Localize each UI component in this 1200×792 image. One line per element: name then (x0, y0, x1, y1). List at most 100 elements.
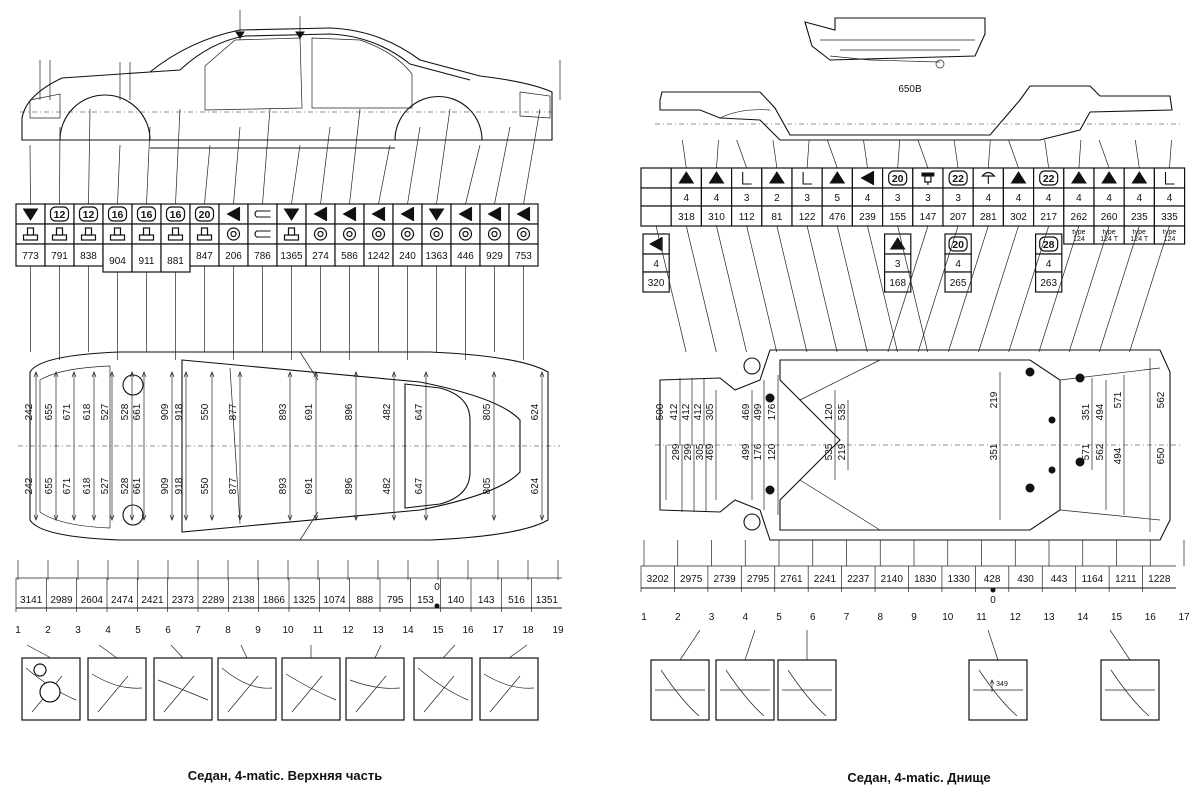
point-number-label: 11 (976, 612, 987, 623)
size-badge-text: 12 (83, 209, 95, 221)
leader-line (867, 225, 898, 353)
measurement-value: 302 (1010, 212, 1027, 223)
underbody-caption: Седан, 4-matic. Днище (847, 770, 990, 785)
leader-line (897, 139, 901, 169)
triangle-up-icon (768, 171, 785, 184)
width-dimension-label: 219 (837, 443, 848, 460)
col-symbol-badge-icon: 16 (107, 206, 128, 222)
width-dimension-label: 562 (1095, 443, 1106, 460)
measurement-value: 904 (109, 256, 126, 267)
flag-icon (313, 207, 326, 221)
width-dimension-label: 896 (344, 403, 355, 420)
leader-line (508, 644, 528, 659)
dimension-arrow (423, 514, 429, 521)
quantity-value: 4 (714, 193, 720, 204)
point-number-label: 17 (1178, 612, 1190, 623)
width-dimension-label: 469 (741, 403, 752, 420)
upper-detail-thumbnails (21, 644, 539, 721)
leader-line (262, 108, 271, 205)
measurement-value: 786 (254, 251, 271, 262)
point-number-label: 9 (911, 612, 917, 623)
dimension-arrow (287, 371, 293, 378)
col-symbol-tri-icon (1070, 171, 1087, 184)
col-symbol-badge-icon: 22 (1039, 170, 1059, 186)
quantity-value: 4 (1167, 193, 1173, 204)
measurement-value: 239 (859, 212, 876, 223)
col-symbol-flag-icon (487, 207, 502, 221)
dimension-arrow (313, 514, 319, 521)
ring-nut-icon (371, 227, 386, 241)
col-symbol-badge-icon: 12 (49, 206, 70, 222)
point-number-label: 13 (1043, 612, 1055, 623)
point-number-label: 3 (709, 612, 715, 623)
table-cell-symbol (640, 167, 672, 189)
detail-sketch (489, 675, 521, 713)
col-symbol-bulb-icon (980, 171, 996, 184)
detail-sketch (227, 675, 259, 713)
detail-sketch (291, 675, 323, 713)
extra-quantity-value: 4 (955, 259, 961, 270)
length-dimension-label: 2373 (172, 595, 195, 606)
width-dimension-label: 412 (681, 403, 692, 420)
dimension-arrow (129, 514, 135, 521)
bolt-head (142, 227, 151, 236)
width-dimension-label: 893 (278, 403, 289, 420)
flag-icon (400, 207, 413, 221)
size-badge-frame (1039, 170, 1059, 186)
leader-line (772, 139, 778, 169)
table-cell-value (131, 243, 162, 273)
triangle-up-icon (829, 171, 846, 184)
leader-line (716, 225, 747, 353)
car-plan-view (18, 351, 560, 541)
triangle-up-icon (708, 171, 725, 184)
point-number-label: 4 (742, 612, 748, 623)
leader-line (953, 139, 959, 169)
dimension-arrow (539, 371, 545, 378)
dimension-arrow (129, 371, 135, 378)
length-dimension-label: 2975 (680, 574, 703, 585)
width-dimension-label: 571 (1113, 391, 1124, 408)
leader-line (679, 629, 701, 661)
width-dimension-label: 624 (530, 403, 541, 420)
dimension-arrow (183, 371, 189, 378)
ring-nut-icon (458, 227, 473, 241)
triangle-up-icon (1070, 171, 1087, 184)
detail-thumbnail (153, 657, 213, 721)
bolt-base (22, 234, 39, 241)
width-dimension-label: 528 (120, 477, 131, 494)
dimension-arrow (91, 514, 97, 521)
quantity-value: 3 (955, 193, 961, 204)
quantity-value: 2 (774, 193, 780, 204)
leader-line (806, 225, 838, 353)
measurement-value: 147 (920, 212, 937, 223)
width-dimension-label: 661 (132, 403, 143, 420)
ring-inner (230, 230, 237, 238)
measurement-value: 929 (486, 251, 503, 262)
point-number-label: 10 (282, 625, 294, 636)
length-dimension-label: 2795 (747, 574, 770, 585)
length-dimension-label: 143 (478, 595, 495, 606)
detail-sketch (163, 675, 195, 713)
width-dimension-label: 494 (1113, 447, 1124, 464)
size-badge-text: 20 (199, 209, 211, 221)
measurement-value: 310 (708, 212, 725, 223)
length-dimension-label: 1228 (1148, 574, 1171, 585)
bolt-head (171, 227, 180, 236)
table-cell-symbol (730, 167, 763, 189)
ring-inner (491, 230, 498, 238)
dimension-arrow (391, 371, 397, 378)
col-symbol-tri-icon (1010, 171, 1027, 184)
table-cell-symbol (1153, 167, 1186, 189)
detail-sketch (978, 669, 1018, 717)
leader-line (947, 225, 989, 353)
leader-line (1008, 139, 1019, 169)
width-dimension-label: 877 (228, 403, 239, 420)
length-dimension-label: 1211 (1115, 574, 1137, 585)
quantity-value: 4 (684, 193, 690, 204)
leader-line (987, 139, 991, 169)
size-badge-text: 20 (892, 173, 904, 185)
leader-line (826, 139, 838, 169)
detail-sketch (355, 675, 387, 713)
quantity-value: 4 (1076, 193, 1082, 204)
